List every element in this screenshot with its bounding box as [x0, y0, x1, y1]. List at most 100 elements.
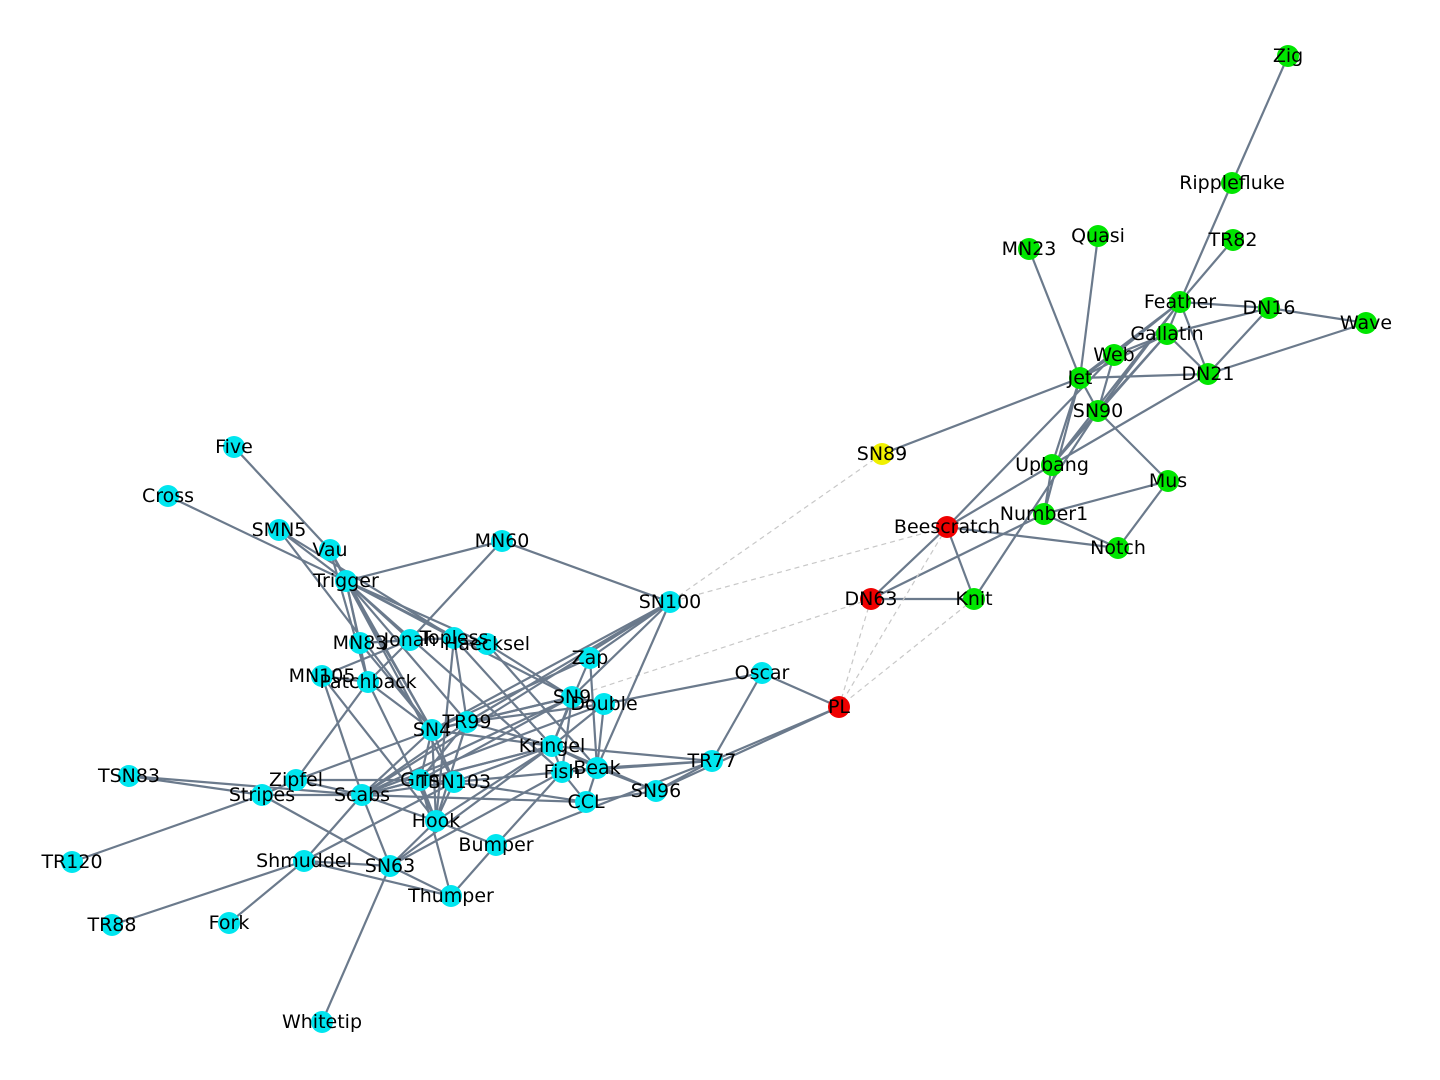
node-label-Web: Web	[1093, 344, 1134, 366]
edge-Cross-Trigger	[167, 495, 347, 582]
edge-SN89-SN100	[669, 453, 883, 603]
node-label-Scabs: Scabs	[334, 784, 390, 806]
edge-Fish-SN63	[389, 771, 563, 867]
node-label-SN63: SN63	[365, 855, 415, 877]
node-SN9	[561, 686, 583, 708]
node-label-Patchback: Patchback	[319, 671, 416, 693]
node-label-Beak: Beak	[573, 757, 620, 779]
edge-SMN5-Topless	[278, 529, 455, 639]
node-Whitetip	[311, 1011, 333, 1033]
node-Zipfel	[285, 769, 307, 791]
node-label-Feather: Feather	[1144, 291, 1216, 313]
node-label-CCL: CCL	[567, 791, 605, 813]
node-label-TSN103: TSN103	[416, 771, 491, 793]
node-label-Knit: Knit	[955, 588, 992, 610]
node-label-Five: Five	[215, 436, 253, 458]
node-label-Quasi: Quasi	[1071, 225, 1125, 247]
node-DN16	[1258, 297, 1280, 319]
node-Oscar	[751, 662, 773, 684]
node-Web	[1103, 344, 1125, 366]
node-TR88	[101, 914, 123, 936]
edge-TR99-Kringel	[466, 720, 553, 748]
node-label-Fish: Fish	[544, 761, 581, 783]
edge-DN16-Gallatin	[1166, 306, 1270, 336]
edge-Double-Kringel	[551, 703, 605, 747]
edge-Knit-PL	[838, 598, 975, 708]
node-Knit	[963, 588, 985, 610]
edge-Shmuddel-Fork	[228, 860, 305, 924]
node-TR77	[701, 750, 723, 772]
node-label-Thumper: Thumper	[407, 885, 494, 907]
edge-Topless-Kringel	[453, 637, 553, 747]
node-label-DN21: DN21	[1181, 363, 1234, 385]
node-MN60	[491, 530, 513, 552]
node-label-Notch: Notch	[1090, 537, 1146, 559]
edge-MN23-Jet	[1027, 248, 1082, 379]
node-SN63	[379, 855, 401, 877]
node-Patchback	[357, 671, 379, 693]
edge-CCL-Scabs	[361, 793, 587, 804]
edge-SN90-Knit	[973, 410, 1099, 600]
node-SMN5	[268, 519, 290, 541]
node-label-SN4: SN4	[413, 719, 451, 741]
node-Stripes	[251, 784, 273, 806]
node-Jonah	[399, 629, 421, 651]
node-label-Grin: Grin	[400, 769, 440, 791]
node-label-MN60: MN60	[475, 530, 530, 552]
node-label-DN16: DN16	[1242, 297, 1295, 319]
node-label-Mus: Mus	[1149, 470, 1187, 492]
edge-SMN5-Trigger	[278, 529, 347, 582]
node-label-Double: Double	[570, 693, 637, 715]
edge-Quasi-Jet	[1078, 235, 1100, 379]
node-label-Kringel: Kringel	[519, 735, 586, 757]
node-label-Jonah: Jonah	[383, 629, 437, 651]
node-label-Hook: Hook	[412, 810, 461, 832]
node-TR99	[456, 711, 478, 733]
node-Upbang	[1041, 454, 1063, 476]
node-label-TR77: TR77	[687, 750, 737, 772]
node-PL	[828, 696, 850, 718]
edge-Beescratch-SN100	[669, 526, 948, 603]
edge-Scabs-SN63	[360, 794, 392, 867]
edge-DN16-DN21	[1207, 307, 1270, 375]
edge-Zig-Ripplefluke	[1230, 55, 1290, 184]
node-label-Trigger: Trigger	[312, 570, 379, 592]
edge-TR99-Grin	[419, 721, 468, 781]
edge-Number1-Notch	[1043, 513, 1119, 549]
node-label-Whitetip: Whitetip	[282, 1011, 362, 1033]
node-Fork	[218, 912, 240, 934]
edge-Trigger-Patchback	[344, 580, 370, 683]
node-label-SN9: SN9	[553, 686, 591, 708]
edge-Beescratch-DN63	[870, 526, 948, 600]
edge-Scabs-Shmuddel	[303, 794, 363, 862]
edge-Scabs-TSN103	[361, 780, 455, 797]
edge-SN100-SN4	[431, 601, 671, 731]
edge-Feather-Jet	[1079, 301, 1181, 379]
node-DN21	[1197, 363, 1219, 385]
edge-Kringel-SN63	[389, 745, 553, 867]
edge-SN4-Kringel	[431, 728, 553, 748]
node-label-Zipfel: Zipfel	[269, 769, 323, 791]
edge-TSN103-Shmuddel	[303, 781, 455, 862]
node-label-Wave: Wave	[1340, 312, 1392, 334]
edge-MN60-Jonah	[409, 540, 503, 641]
edge-Topless-TR99	[452, 637, 469, 723]
edge-TR99-Scabs	[361, 721, 468, 796]
edge-MN60-SN100	[501, 539, 671, 604]
edge-Shmuddel-TR88	[111, 859, 305, 927]
edge-DN21-Upbang	[1051, 373, 1209, 466]
edge-Stripes-SN63	[261, 794, 391, 867]
node-MN83	[349, 632, 371, 654]
node-label-TR120: TR120	[40, 851, 102, 873]
edge-SN63-Thumper	[389, 865, 452, 897]
node-layer	[61, 45, 1377, 1033]
node-Zig	[1277, 45, 1299, 67]
node-label-TR82: TR82	[1208, 229, 1258, 251]
node-SN100	[659, 591, 681, 613]
edge-Number1-DN63	[870, 513, 1045, 600]
node-label-TSN83: TSN83	[97, 765, 160, 787]
node-TSN103	[443, 771, 465, 793]
edge-Beescratch-PL	[838, 526, 948, 708]
node-label-Number1: Number1	[1000, 503, 1088, 525]
